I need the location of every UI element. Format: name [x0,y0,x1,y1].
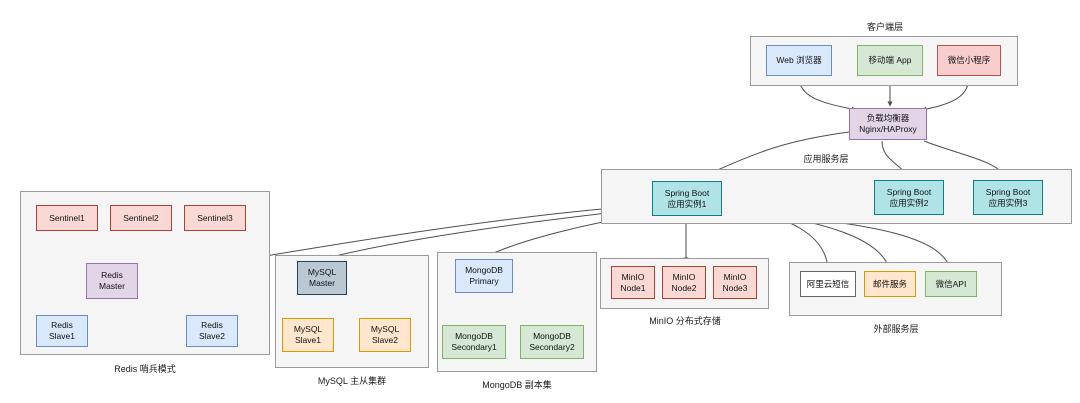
node-mysql-slave-2[interactable]: MySQL Slave2 [359,318,411,352]
node-load-balancer[interactable]: 负载均衡器 Nginx/HAProxy [849,108,927,140]
node-email-service[interactable]: 邮件服务 [864,271,916,297]
group-label-client-layer: 客户端层 [866,22,903,32]
node-redis-master[interactable]: Redis Master [86,263,138,299]
node-mongodb-sec-1[interactable]: MongoDB Secondary1 [442,325,506,359]
node-mongodb-primary[interactable]: MongoDB Primary [455,259,513,293]
node-minio-node-3[interactable]: MinIO Node3 [713,266,757,299]
node-minio-node-2[interactable]: MinIO Node2 [662,266,706,299]
node-wechat-miniapp[interactable]: 微信小程序 [937,45,1001,76]
group-label-external-layer: 外部服务层 [873,324,919,334]
node-mysql-slave-1[interactable]: MySQL Slave1 [282,318,334,352]
node-aliyun-sms[interactable]: 阿里云短信 [800,271,856,297]
node-wechat-api[interactable]: 微信API [925,271,977,297]
node-minio-node-1[interactable]: MinIO Node1 [611,266,655,299]
node-sentinel-1[interactable]: Sentinel1 [36,205,98,231]
node-web-browser[interactable]: Web 浏览器 [766,45,832,76]
node-mysql-master[interactable]: MySQL Master [297,261,347,295]
node-spring-boot-2[interactable]: Spring Boot 应用实例2 [874,180,944,215]
group-label-redis-group: Redis 哨兵模式 [114,364,176,374]
node-sentinel-3[interactable]: Sentinel3 [184,205,246,231]
group-label-minio-group: MinIO 分布式存储 [649,316,721,326]
group-label-mysql-group: MySQL 主从集群 [317,376,387,386]
node-mongodb-sec-2[interactable]: MongoDB Secondary2 [520,325,584,359]
node-sentinel-2[interactable]: Sentinel2 [110,205,172,231]
node-redis-slave-1[interactable]: Redis Slave1 [36,315,88,347]
node-redis-slave-2[interactable]: Redis Slave2 [186,315,238,347]
node-mobile-app[interactable]: 移动端 App [857,45,923,76]
node-spring-boot-1[interactable]: Spring Boot 应用实例1 [652,181,722,216]
group-label-mongo-group: MongoDB 副本集 [482,380,552,390]
group-label-app-layer: 应用服务层 [803,154,849,164]
node-spring-boot-3[interactable]: Spring Boot 应用实例3 [973,180,1043,215]
